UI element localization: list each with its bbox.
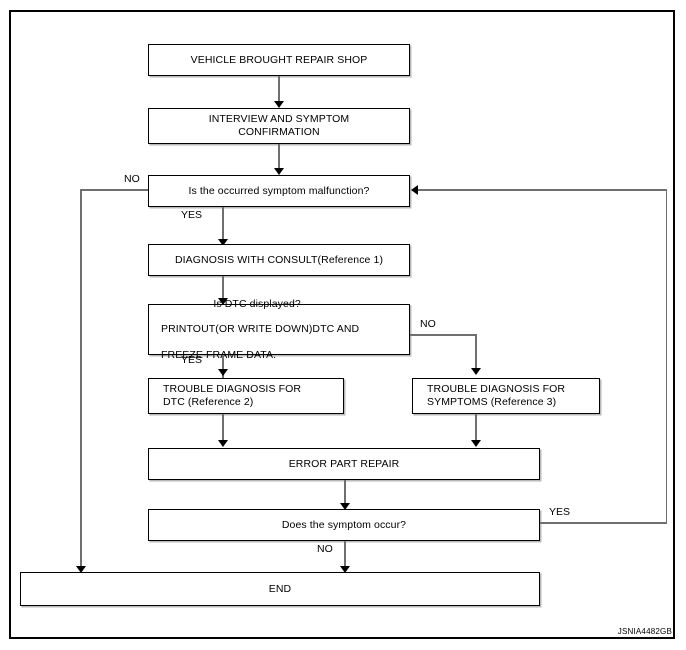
arrowhead-dtc-yes-to-trouble-dtc	[217, 369, 228, 376]
branch-label-occur-yes: YES	[549, 506, 571, 518]
node-is-occurred-symptom-malfunction: Is the occurred symptom malfunction?	[148, 175, 410, 207]
node-does-symptom-occur: Does the symptom occur?	[148, 509, 540, 541]
node-label: END	[268, 582, 292, 595]
connector-trouble-symptoms-to-repair	[475, 414, 477, 445]
arrowhead-symptom-no-to-end	[76, 566, 86, 573]
arrowhead-repair-left	[217, 440, 228, 447]
arrowhead-dtc-decision	[217, 298, 228, 305]
connector-consult-to-dtc-decision	[222, 276, 224, 303]
node-label: Is the occurred symptom malfunction?	[188, 184, 370, 197]
node-error-part-repair: ERROR PART REPAIR	[148, 448, 540, 480]
connector-repair-to-occur-decision	[344, 480, 346, 508]
branch-label-symptom-yes: YES	[181, 209, 203, 221]
node-label: Does the symptom occur?	[281, 518, 407, 531]
connector-dtc-no-vertical	[475, 334, 477, 372]
node-trouble-diagnosis-for-dtc: TROUBLE DIAGNOSIS FOR DTC (Reference 2)	[148, 378, 344, 414]
branch-label-symptom-no: NO	[124, 173, 140, 185]
node-interview-and-symptom-confirmation: INTERVIEW AND SYMPTOM CONFIRMATION	[148, 108, 410, 144]
connector-occur-yes-horizontal-top	[418, 189, 666, 191]
arrowhead-occur-yes-to-symptom-decision	[411, 185, 418, 195]
connector-occur-yes-vertical	[665, 189, 667, 522]
connector-symptom-yes-to-consult	[222, 207, 224, 244]
node-label-block: Is DTC displayed? PRINTOUT(OR WRITE DOWN…	[161, 285, 359, 375]
arrowhead-dtc-no-to-trouble-symptoms	[471, 368, 481, 375]
node-label: DIAGNOSIS WITH CONSULT(Reference 1)	[174, 253, 384, 266]
arrowhead-interview	[273, 101, 284, 108]
connector-start-to-interview	[278, 76, 280, 103]
dtc-line-2: PRINTOUT(OR WRITE DOWN)DTC AND	[161, 323, 360, 336]
arrowhead-symptom-decision	[273, 168, 284, 175]
node-label: ERROR PART REPAIR	[288, 457, 400, 470]
node-label: TROUBLE DIAGNOSIS FOR DTC (Reference 2)	[163, 383, 302, 408]
branch-label-dtc-yes: YES	[181, 354, 203, 366]
connector-dtc-no-horizontal	[410, 334, 476, 336]
connector-trouble-dtc-to-repair	[222, 414, 224, 445]
dtc-line-1: Is DTC displayed?	[213, 297, 301, 310]
dtc-line-3: FREEZE FRAME DATA.	[161, 348, 277, 361]
arrowhead-repair-right	[471, 440, 481, 447]
node-is-dtc-displayed: Is DTC displayed? PRINTOUT(OR WRITE DOWN…	[148, 298, 410, 361]
connector-occur-yes-horizontal-bottom	[540, 522, 667, 524]
node-label: INTERVIEW AND SYMPTOM CONFIRMATION	[208, 113, 350, 138]
node-diagnosis-with-consult: DIAGNOSIS WITH CONSULT(Reference 1)	[148, 244, 410, 276]
connector-symptom-no-vertical	[80, 189, 82, 571]
arrowhead-occur-decision	[339, 503, 350, 510]
connector-symptom-no-horizontal	[80, 189, 148, 191]
connector-dtc-yes-vertical	[222, 355, 224, 378]
arrowhead-consult	[217, 239, 228, 246]
connector-interview-to-symptom-decision	[278, 144, 280, 173]
node-label: TROUBLE DIAGNOSIS FOR SYMPTOMS (Referenc…	[427, 383, 566, 408]
node-end: END	[20, 572, 540, 606]
node-label: VEHICLE BROUGHT REPAIR SHOP	[190, 53, 368, 66]
node-trouble-diagnosis-for-symptoms: TROUBLE DIAGNOSIS FOR SYMPTOMS (Referenc…	[412, 378, 600, 414]
figure-code: JSNIA4482GB	[617, 627, 672, 636]
arrowhead-end	[339, 566, 350, 573]
figure-border	[9, 10, 675, 639]
branch-label-occur-no: NO	[317, 543, 333, 555]
node-vehicle-brought-repair-shop: VEHICLE BROUGHT REPAIR SHOP	[148, 44, 410, 76]
connector-occur-no-to-end	[344, 541, 346, 571]
branch-label-dtc-no: NO	[420, 318, 436, 330]
